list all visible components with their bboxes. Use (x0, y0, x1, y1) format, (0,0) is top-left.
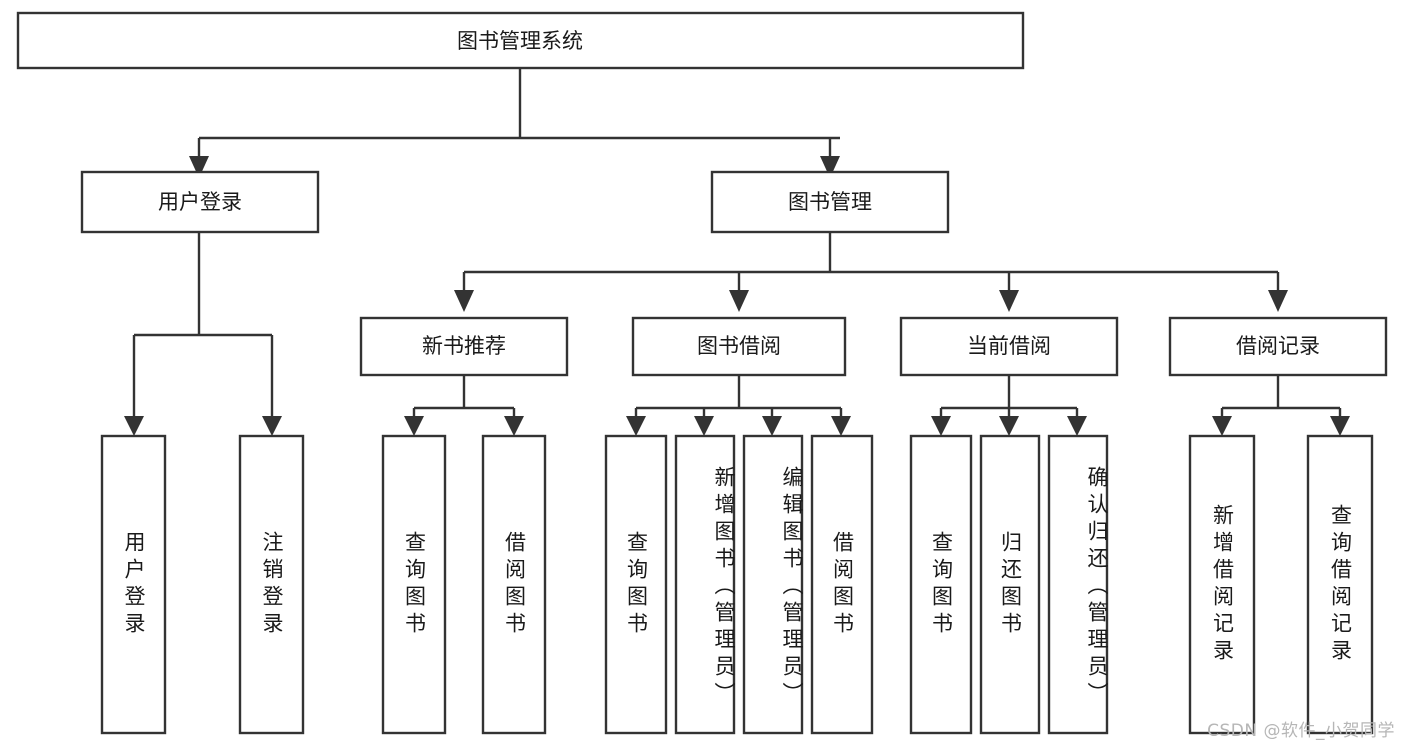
node-leaf-query-book-b[interactable] (604, 434, 668, 735)
arrowhead-leaf-user-login (124, 416, 144, 436)
node-leaf-borrow-book-b-box[interactable] (810, 434, 874, 735)
node-current-borrow-box[interactable] (899, 316, 1119, 377)
node-book-borrow[interactable]: 图书借阅 (631, 316, 847, 377)
node-leaf-borrow-book-a[interactable] (481, 434, 547, 735)
node-leaf-return-book-box[interactable] (979, 434, 1041, 735)
node-leaf-add-record[interactable] (1188, 434, 1256, 735)
arrowhead-leaf-logout (262, 416, 282, 436)
arrowhead-new-book-rec (454, 290, 474, 312)
node-leaf-edit-book[interactable] (742, 434, 804, 735)
node-leaf-edit-book-box[interactable] (742, 434, 804, 735)
node-leaf-confirm-return-box[interactable] (1047, 434, 1109, 735)
node-leaf-borrow-book-b[interactable] (810, 434, 874, 735)
node-new-book-rec[interactable]: 新书推荐 (359, 316, 569, 377)
node-leaf-logout-box[interactable] (238, 434, 305, 735)
node-root-label: 图书管理系统 (457, 29, 583, 53)
edges-group (124, 68, 1350, 436)
node-user-login[interactable]: 用户登录 (80, 170, 320, 234)
node-new-book-rec-label: 新书推荐 (422, 334, 506, 358)
node-book-borrow-box[interactable] (631, 316, 847, 377)
arrowhead-leaf-borrow-book-a (504, 416, 524, 436)
arrowhead-book-manage (820, 156, 840, 178)
node-leaf-user-login[interactable] (100, 434, 167, 735)
arrowhead-leaf-query-book-b (626, 416, 646, 436)
node-leaf-return-book[interactable] (979, 434, 1041, 735)
node-leaf-query-book-b-box[interactable] (604, 434, 668, 735)
node-borrow-record-box[interactable] (1168, 316, 1388, 377)
arrowhead-leaf-query-record (1330, 416, 1350, 436)
node-borrow-record[interactable]: 借阅记录 (1168, 316, 1388, 377)
node-leaf-borrow-book-a-box[interactable] (481, 434, 547, 735)
arrowhead-leaf-confirm-return (1067, 416, 1087, 436)
node-leaf-add-book-box[interactable] (674, 434, 736, 735)
arrowhead-leaf-borrow-book-b (831, 416, 851, 436)
node-leaf-add-record-box[interactable] (1188, 434, 1256, 735)
node-borrow-record-label: 借阅记录 (1236, 334, 1320, 358)
node-current-borrow[interactable]: 当前借阅 (899, 316, 1119, 377)
node-leaf-query-book-c[interactable] (909, 434, 973, 735)
arrowhead-borrow-record (1268, 290, 1288, 312)
node-root-box[interactable] (16, 11, 1025, 70)
node-book-manage[interactable]: 图书管理 (710, 170, 950, 234)
node-book-manage-label: 图书管理 (788, 190, 872, 214)
arrowhead-leaf-add-book (694, 416, 714, 436)
arrowhead-user-login (189, 156, 209, 178)
arrowhead-leaf-edit-book (762, 416, 782, 436)
arrowhead-leaf-add-record (1212, 416, 1232, 436)
node-leaf-query-book-a-box[interactable] (381, 434, 447, 735)
arrowhead-current-borrow (999, 290, 1019, 312)
arrowhead-leaf-query-book-c (931, 416, 951, 436)
arrowhead-book-borrow (729, 290, 749, 312)
node-leaf-query-book-c-box[interactable] (909, 434, 973, 735)
node-leaf-user-login-box[interactable] (100, 434, 167, 735)
node-leaf-add-book[interactable] (674, 434, 736, 735)
node-leaf-query-record-box[interactable] (1306, 434, 1374, 735)
node-user-login-box[interactable] (80, 170, 320, 234)
arrowhead-leaf-query-book-a (404, 416, 424, 436)
node-leaf-query-record[interactable] (1306, 434, 1374, 735)
node-book-borrow-label: 图书借阅 (697, 334, 781, 358)
node-current-borrow-label: 当前借阅 (967, 334, 1051, 358)
node-new-book-rec-box[interactable] (359, 316, 569, 377)
node-root[interactable]: 图书管理系统 (16, 11, 1025, 70)
node-book-manage-box[interactable] (710, 170, 950, 234)
node-leaf-query-book-a[interactable] (381, 434, 447, 735)
node-user-login-label: 用户登录 (158, 190, 242, 214)
node-leaf-logout[interactable] (238, 434, 305, 735)
arrowhead-leaf-return-book (999, 416, 1019, 436)
node-leaf-confirm-return[interactable] (1047, 434, 1109, 735)
